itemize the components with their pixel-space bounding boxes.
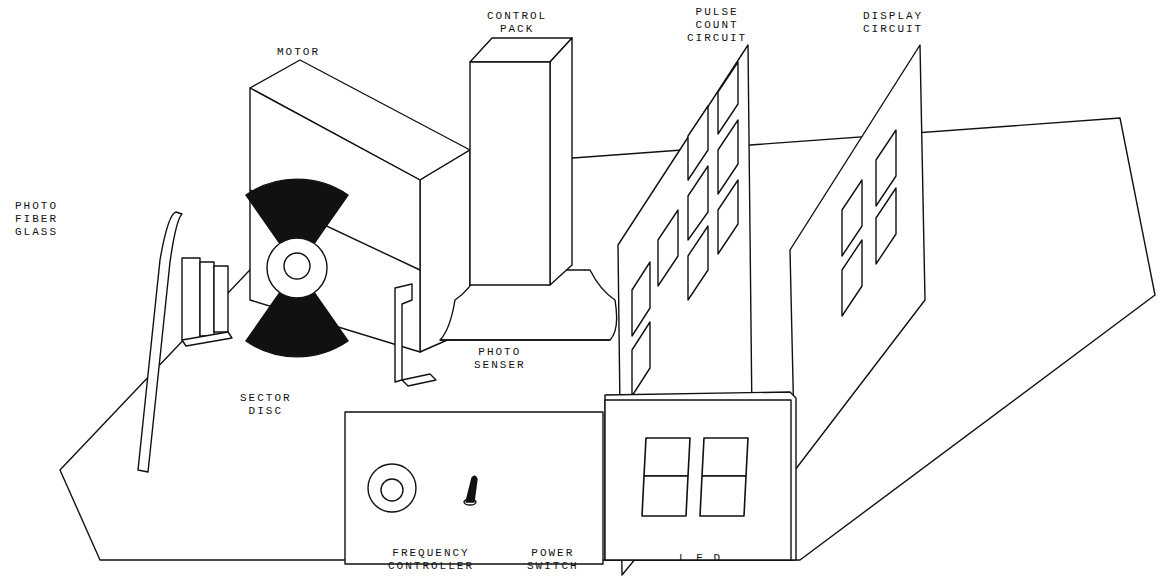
photo-sensor [395,284,436,386]
fiber-rod [138,212,182,472]
part-label: L E D [679,552,722,565]
fiber-holder [182,258,232,346]
display-board [790,45,925,470]
part-label: CONTROL PACK [487,10,547,36]
led-panel [605,392,796,560]
part-label: DISPLAY CIRCUIT [863,10,923,36]
part-label: FREQUENCY CONTROLLER [388,547,474,573]
part-label: PHOTO SENSER [474,346,526,372]
sector-disc [246,179,348,357]
base-plate [60,118,1155,560]
part-label: MOTOR [277,46,320,59]
control-panel [345,412,603,564]
part-label: SECTOR DISC [240,392,292,418]
part-label: PULSE COUNT CIRCUIT [687,6,747,45]
control-pack [440,38,617,340]
part-label: POWER SWITCH [527,547,579,573]
part-label: PHOTO FIBER GLASS [15,200,58,239]
